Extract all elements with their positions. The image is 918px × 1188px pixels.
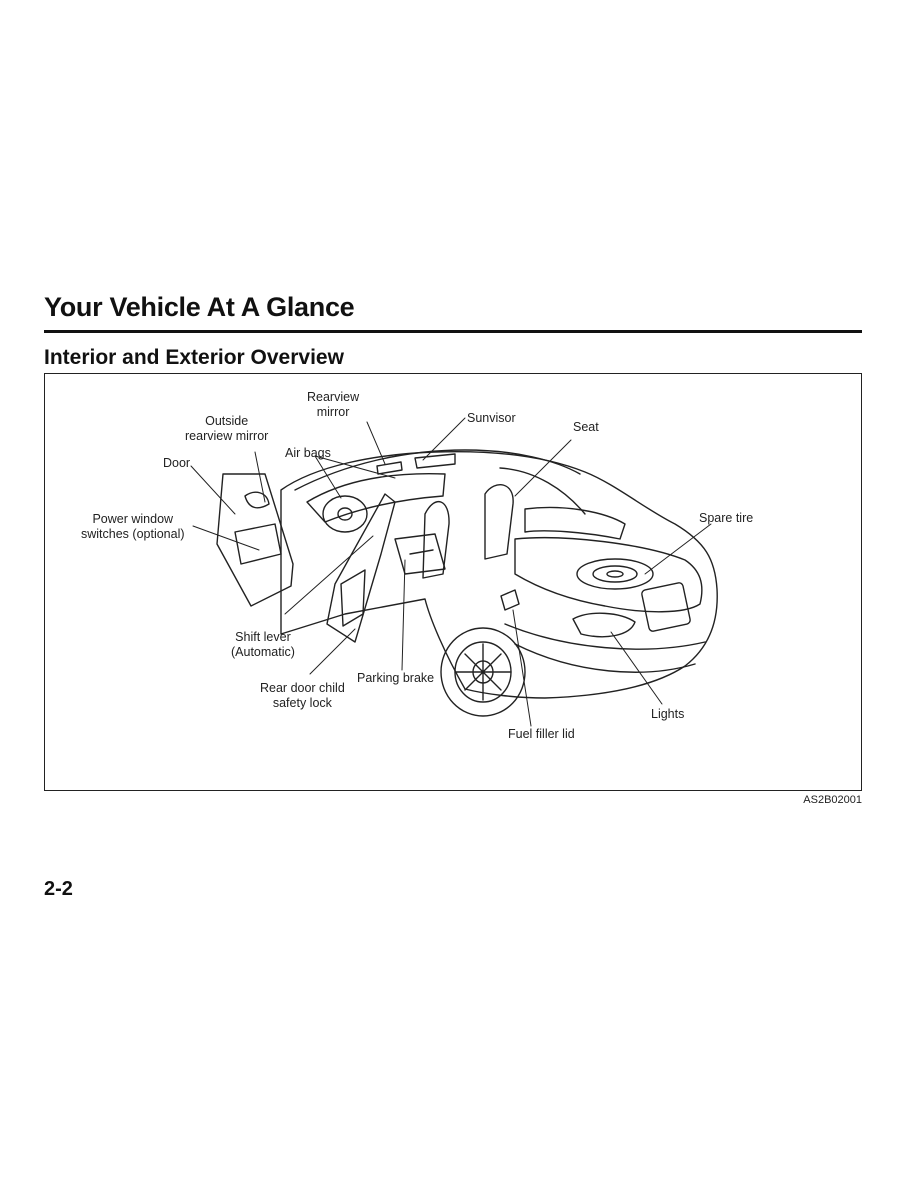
rear-bumper: [504, 623, 706, 673]
page-number: 2-2: [44, 878, 73, 900]
label-fuel-filler-lid: Fuel filler lid: [508, 727, 575, 741]
rearview-mirror-shape: [376, 461, 403, 475]
label-rearview-mirror: Rearview mirror: [307, 390, 359, 420]
dashboard: [306, 473, 446, 523]
label-air-bags: Air bags: [285, 446, 331, 460]
label-text: switches (optional): [81, 527, 185, 541]
steering-wheel: [322, 495, 368, 533]
page-title: Your Vehicle At A Glance: [44, 292, 355, 322]
label-rear-door-lock: Rear door child safety lock: [260, 681, 345, 711]
label-text: rearview mirror: [185, 429, 269, 443]
car-body: [280, 450, 718, 699]
figure-code: AS2B02001: [803, 794, 862, 806]
front-door: [216, 473, 294, 607]
label-power-window: Power window switches (optional): [81, 512, 185, 542]
label-text: Power window: [92, 512, 174, 526]
label-seat: Seat: [573, 420, 599, 434]
car-illustration: [190, 417, 718, 727]
section-title: Interior and Exterior Overview: [44, 346, 344, 369]
label-door: Door: [163, 456, 191, 470]
label-text: Shift lever: [235, 630, 291, 644]
label-shift-lever: Shift lever (Automatic): [231, 630, 295, 660]
title-rule: [44, 330, 862, 333]
label-text: safety lock: [272, 696, 332, 710]
label-text: mirror: [316, 405, 350, 419]
car-roof: [294, 449, 581, 491]
license-plate: [641, 582, 691, 632]
label-parking-brake: Parking brake: [357, 671, 435, 685]
label-spare-tire: Spare tire: [699, 511, 754, 525]
rear-door: [326, 493, 396, 643]
tail-light: [572, 612, 636, 638]
spare-tire: [576, 558, 654, 590]
trunk-lid: [514, 537, 703, 613]
center-console: [394, 533, 446, 575]
sunvisor-shape: [414, 453, 456, 469]
leader-lines: [190, 417, 712, 727]
fuel-filler-lid: [500, 589, 520, 611]
label-text: Outside: [205, 414, 249, 428]
label-text: Rearview: [307, 390, 360, 404]
rear-window: [499, 467, 586, 515]
label-sunvisor: Sunvisor: [467, 411, 516, 425]
label-outside-mirror: Outside rearview mirror: [185, 414, 268, 444]
label-lights: Lights: [651, 707, 685, 721]
label-text: Rear door child: [260, 681, 345, 695]
rear-wheel: [440, 627, 526, 717]
vehicle-overview-figure: Rearview mirror Outside rearview mirror …: [44, 373, 862, 791]
label-text: (Automatic): [231, 645, 295, 659]
seat: [484, 484, 514, 560]
